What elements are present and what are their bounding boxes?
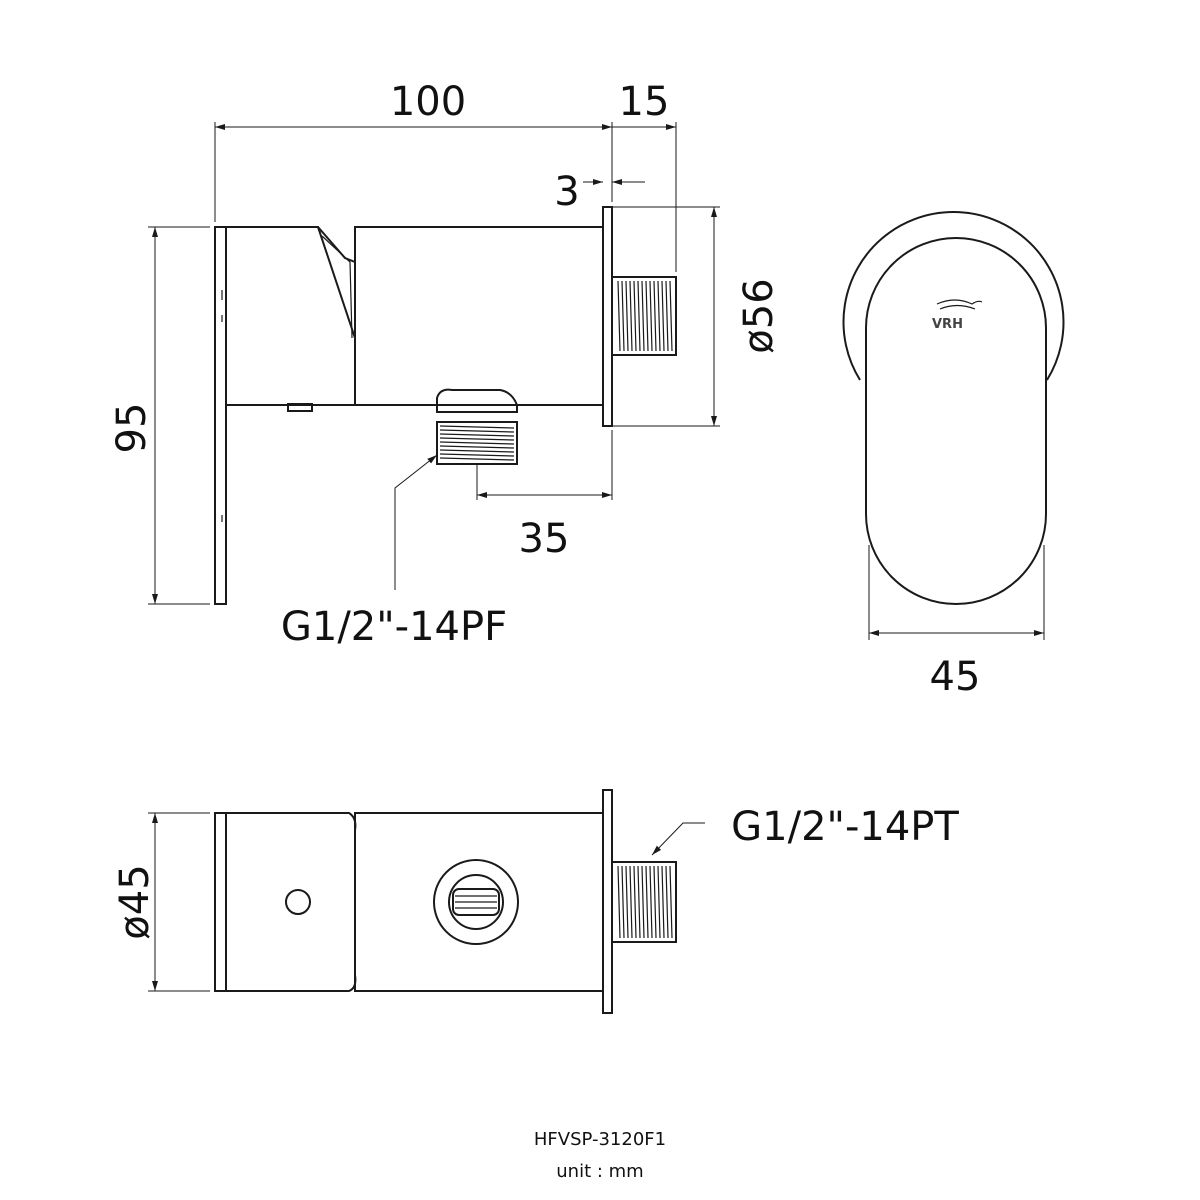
logo-text: VRH <box>932 317 963 332</box>
thread-line <box>621 865 625 939</box>
dim-flange-thickness: 3 <box>554 169 579 215</box>
front-view: VRH <box>842 211 1065 640</box>
thread-line <box>629 865 633 939</box>
outlet-nut <box>436 388 518 413</box>
side-view <box>148 122 720 605</box>
thread-line <box>439 457 515 461</box>
thread-line <box>657 280 661 352</box>
inlet-thread-label: G1/2"-14PT <box>731 804 959 850</box>
thread-line <box>439 445 515 449</box>
thread-line <box>669 865 673 939</box>
thread-line <box>661 280 665 352</box>
thread-line <box>665 865 669 939</box>
thread-line <box>439 425 515 429</box>
outlet-slot <box>452 888 500 916</box>
screw-hole <box>285 889 311 915</box>
flange <box>602 206 613 427</box>
thread-line <box>617 865 621 939</box>
thread-line <box>439 453 515 457</box>
thread-line <box>669 280 673 352</box>
thread-line <box>649 280 653 352</box>
thread-line <box>645 280 649 352</box>
dim-height: 95 <box>109 403 155 454</box>
model-number: HFVSP-3120F1 <box>534 1129 666 1150</box>
thread-line <box>633 280 637 352</box>
thread-line <box>641 865 645 939</box>
thread-line <box>625 865 629 939</box>
thread-line <box>637 865 641 939</box>
top-handle <box>226 812 357 992</box>
adjust-knob <box>287 403 313 412</box>
thread-line <box>621 280 625 352</box>
thread-line <box>661 865 665 939</box>
thread-line <box>665 280 669 352</box>
outlet-ring-inner <box>448 874 504 930</box>
logo-icon <box>936 299 983 305</box>
dim-flange-offset: 15 <box>619 79 670 125</box>
thread-line <box>641 280 645 352</box>
inlet-thread <box>611 276 677 356</box>
thread-line <box>439 441 515 445</box>
dim-outlet-distance: 35 <box>519 516 570 562</box>
thread-line <box>653 865 657 939</box>
thread-line <box>439 429 515 433</box>
front-plate <box>842 211 1065 381</box>
handle-body <box>226 226 356 406</box>
top-inlet-thread <box>611 861 677 943</box>
top-view <box>148 789 705 1014</box>
outlet-thread-label: G1/2"-14PF <box>281 604 507 650</box>
thread-line <box>439 437 515 441</box>
thread-line <box>637 280 641 352</box>
dim-width-total: 100 <box>390 79 466 125</box>
thread-line <box>633 865 637 939</box>
thread-line <box>653 280 657 352</box>
thread-line <box>439 449 515 453</box>
thread-line <box>617 280 621 352</box>
outlet-ring-outer <box>433 859 519 945</box>
dim-flange-diameter: ø56 <box>736 278 782 353</box>
thread-line <box>629 280 633 352</box>
front-lever <box>865 237 1047 605</box>
thread-line <box>439 433 515 437</box>
wall-plate <box>214 226 227 605</box>
dim-body-diameter: ø45 <box>112 864 158 939</box>
thread-line <box>625 280 629 352</box>
valve-body <box>354 226 604 406</box>
unit-label: unit : mm <box>556 1161 643 1182</box>
thread-line <box>657 865 661 939</box>
top-flange <box>602 789 613 1014</box>
dim-front-width: 45 <box>930 654 981 700</box>
thread-line <box>645 865 649 939</box>
top-wall-plate <box>214 812 227 992</box>
thread-line <box>649 865 653 939</box>
